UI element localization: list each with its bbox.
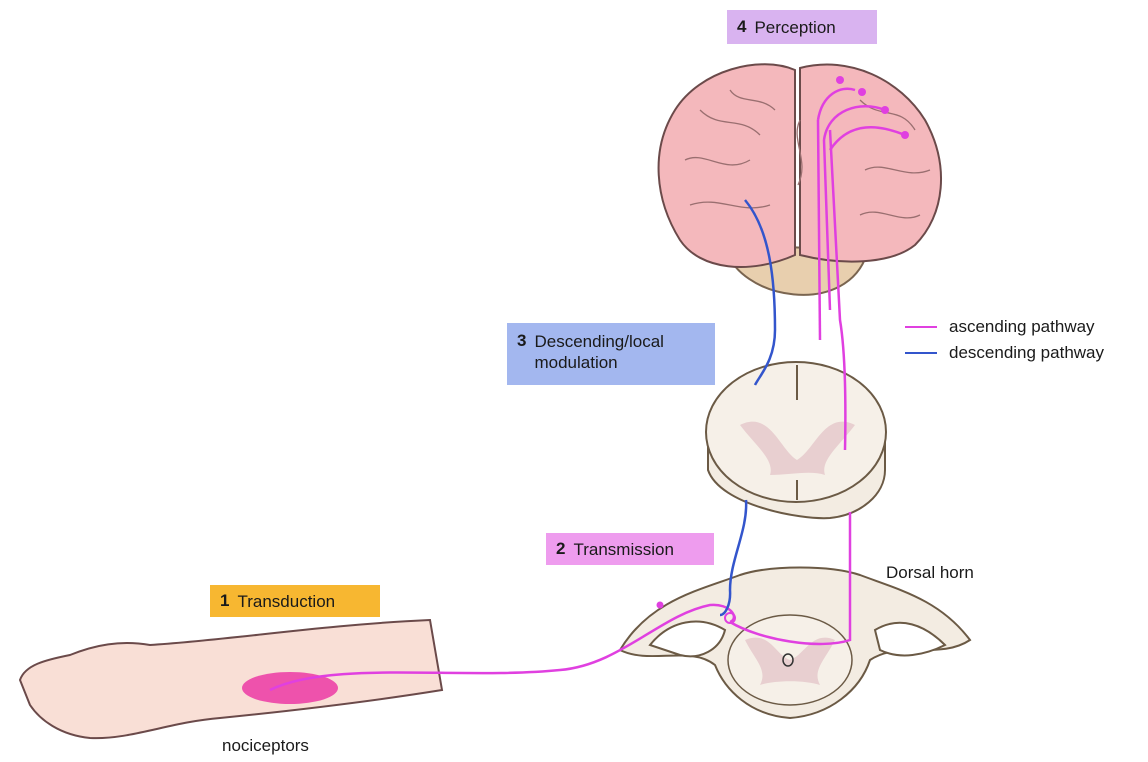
stage-4-perception-label: 4 Perception — [727, 10, 877, 44]
stage-number: 1 — [220, 591, 229, 611]
stage-title: Transmission — [573, 539, 673, 560]
legend-label: descending pathway — [949, 343, 1104, 363]
stage-2-transmission-label: 2 Transmission — [546, 533, 714, 565]
arm — [20, 620, 442, 738]
legend-swatch — [905, 326, 937, 328]
stage-title: Descending/local modulation — [534, 331, 663, 373]
stage-3-modulation-label: 3 Descending/local modulation — [507, 323, 715, 385]
stage-title: Perception — [754, 17, 835, 38]
stage-number: 4 — [737, 17, 746, 37]
legend-label: ascending pathway — [949, 317, 1095, 337]
brain — [659, 64, 941, 295]
legend-item-ascending: ascending pathway — [905, 314, 1145, 340]
stage-1-transduction-label: 1 Transduction — [210, 585, 380, 617]
nociceptors-annotation: nociceptors — [222, 736, 309, 756]
brain-left-hemisphere — [659, 64, 795, 267]
legend-item-descending: descending pathway — [905, 340, 1145, 366]
stage-title: Transduction — [237, 591, 335, 612]
spinal-cord-section-upper — [706, 362, 886, 518]
stage-number: 2 — [556, 539, 565, 559]
stage-number: 3 — [517, 331, 526, 351]
brain-right-hemisphere — [800, 65, 941, 262]
dorsal-horn-annotation: Dorsal horn — [886, 563, 974, 583]
legend: ascending pathway descending pathway — [905, 314, 1145, 366]
legend-swatch — [905, 352, 937, 354]
